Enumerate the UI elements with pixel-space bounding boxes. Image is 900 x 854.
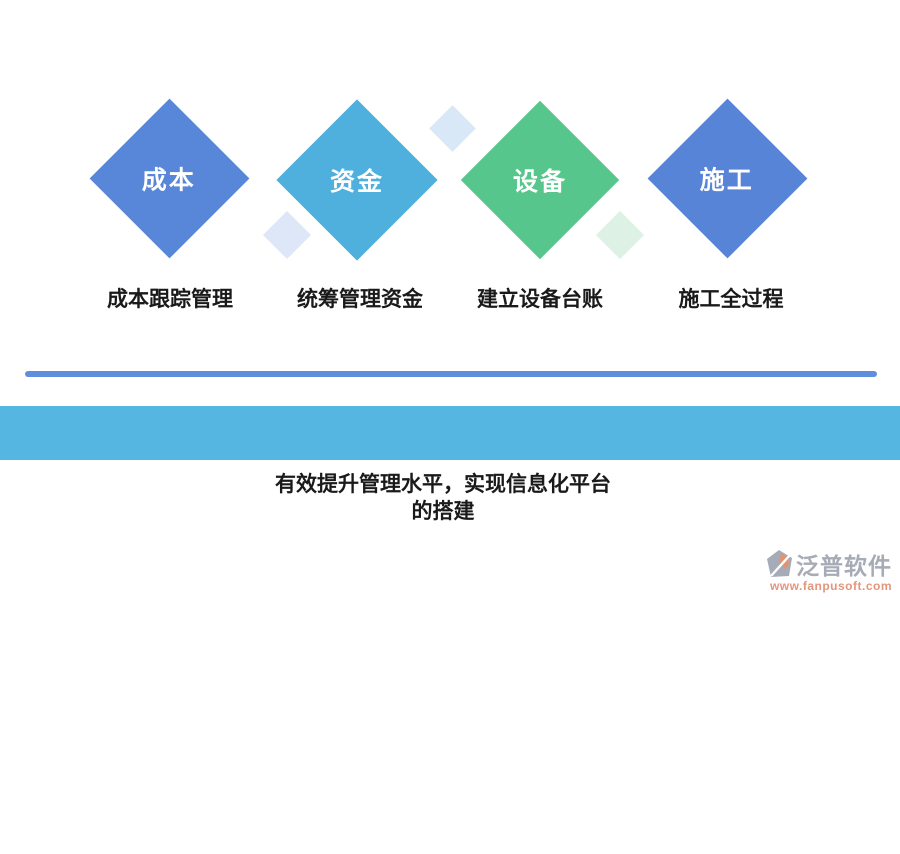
diamond-construction: 施工 xyxy=(647,98,808,259)
diamond-funds-label: 资金 xyxy=(329,167,385,196)
vendor-name: 泛普软件 xyxy=(796,553,892,579)
caption-equipment: 建立设备台账 xyxy=(477,288,603,311)
arrow-head-icon xyxy=(621,824,641,854)
decor-diamond-small-blue-top xyxy=(429,105,476,152)
summary-text: 有效提升管理水平，实现信息化平台 的搭建 xyxy=(0,471,886,525)
diamond-cost-label: 成本 xyxy=(142,166,197,195)
caption-construction: 施工全过程 xyxy=(678,288,784,311)
caption-cost: 成本跟踪管理 xyxy=(107,288,233,311)
banner-strip xyxy=(0,406,900,854)
vendor-url: www.fanpusoft.com xyxy=(769,579,892,593)
slide-canvas: 成本 资金 设备 施工 成本跟踪管理 统筹管理资金 建立设备台账 施工全过程 有… xyxy=(0,98,900,854)
decor-diamond-small-green-bottom xyxy=(595,210,645,260)
diamond-cost: 成本 xyxy=(89,98,250,259)
vendor-watermark: 泛普软件 www.fanpusoft.com xyxy=(742,547,892,593)
divider-line xyxy=(25,371,877,377)
decor-diamond-small-blue-bottom xyxy=(262,210,312,260)
summary-line-2: 的搭建 xyxy=(411,500,475,523)
diamond-equipment-label: 设备 xyxy=(512,167,568,196)
summary-line-1: 有效提升管理水平，实现信息化平台 xyxy=(275,473,611,496)
arrow-icon xyxy=(227,833,622,846)
vendor-logo-icon xyxy=(766,549,794,579)
diamond-construction-label: 施工 xyxy=(700,166,755,195)
caption-funds: 统筹管理资金 xyxy=(297,288,423,311)
